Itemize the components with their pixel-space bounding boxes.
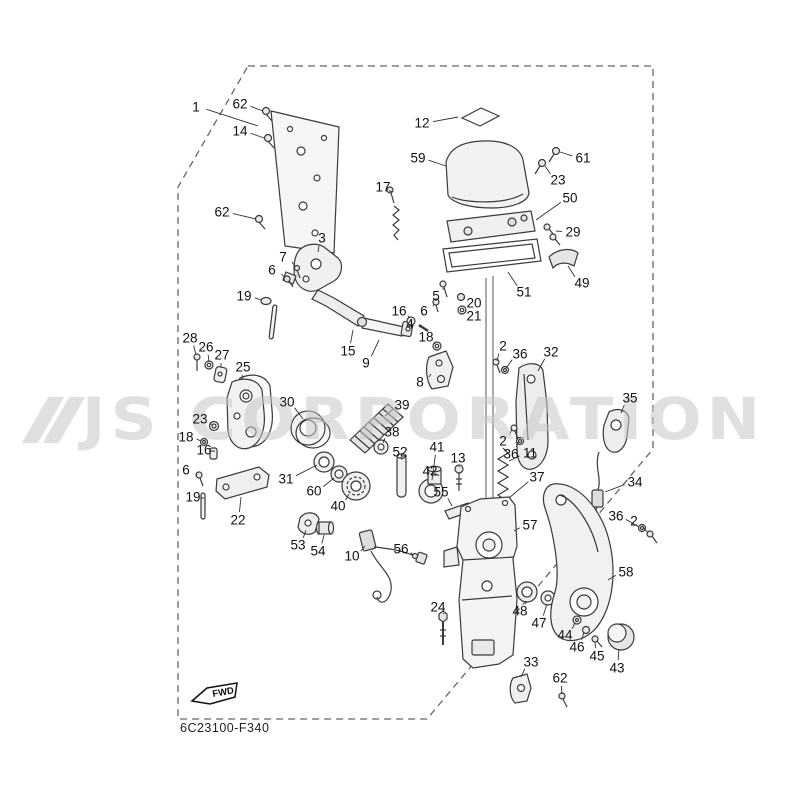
leader-line xyxy=(555,230,563,232)
leader-line xyxy=(513,527,520,532)
part-10-cable xyxy=(358,529,428,603)
part-30-bushing-group xyxy=(290,410,371,501)
part-50-bracket-plate xyxy=(446,210,561,246)
leader-line xyxy=(295,464,318,477)
leader-line xyxy=(432,303,435,307)
leader-line xyxy=(535,201,562,221)
leader-line xyxy=(360,545,366,552)
leader-line xyxy=(196,438,202,442)
leader-line xyxy=(560,685,563,695)
part-47-48-rings xyxy=(516,581,556,606)
part-57-housing xyxy=(443,496,518,669)
part-58-handle xyxy=(542,483,614,642)
part-3-lever-bracket xyxy=(260,243,414,340)
leader-line xyxy=(431,454,436,481)
part-53-54-group xyxy=(297,512,335,535)
diagram-code: 6C23100-F340 xyxy=(180,721,270,735)
leader-line xyxy=(382,438,386,444)
part-61-23-screws xyxy=(534,146,561,175)
leader-line xyxy=(520,668,526,678)
leader-line xyxy=(508,455,520,462)
leader-line xyxy=(428,373,432,378)
part-17-screw-spring xyxy=(386,186,400,241)
leader-line xyxy=(432,116,459,123)
leader-line xyxy=(544,165,551,175)
leader-line xyxy=(322,477,335,487)
leader-line xyxy=(250,105,264,112)
leader-line xyxy=(407,315,410,319)
leader-line xyxy=(559,151,573,157)
leader-lines xyxy=(193,105,649,695)
leader-line xyxy=(400,456,403,461)
leader-line xyxy=(294,407,304,420)
leader-line xyxy=(537,358,546,372)
leader-line xyxy=(232,213,257,220)
part-8-bracket xyxy=(426,350,454,390)
leader-line xyxy=(625,519,640,528)
leader-line xyxy=(384,409,394,417)
part-24-bolt xyxy=(438,610,448,645)
leader-line xyxy=(410,552,414,556)
leader-line xyxy=(516,441,519,448)
leader-line xyxy=(238,496,242,513)
part-59-cover xyxy=(445,140,530,209)
leader-line xyxy=(604,484,625,493)
leader-line xyxy=(463,296,465,300)
leader-line xyxy=(350,329,354,344)
leader-line xyxy=(571,622,576,630)
leader-line xyxy=(250,132,265,139)
leader-line xyxy=(617,648,620,661)
leader-line xyxy=(447,498,453,507)
leader-line xyxy=(507,271,518,287)
connecting-rods xyxy=(485,276,494,506)
leader-line xyxy=(317,245,320,253)
part-12-plate xyxy=(460,107,501,127)
part-33-bracket xyxy=(509,673,568,708)
leader-line xyxy=(508,481,529,499)
leader-line xyxy=(302,529,307,539)
leader-line xyxy=(428,159,447,167)
leader-line xyxy=(464,309,467,312)
fwd-label: FWD xyxy=(212,685,235,700)
fwd-arrow: FWD xyxy=(190,682,238,705)
part-35-cover xyxy=(602,408,630,453)
leader-line xyxy=(254,297,262,301)
part-5-20-21-fasteners xyxy=(406,280,467,351)
leader-line xyxy=(193,345,197,356)
part-25-plate-group xyxy=(193,353,273,520)
leader-line xyxy=(195,473,198,476)
leader-line xyxy=(607,574,617,581)
leader-line xyxy=(509,428,513,435)
leader-line xyxy=(432,472,440,476)
leader-line xyxy=(321,534,325,544)
diagram-border xyxy=(177,65,654,720)
leader-line xyxy=(620,404,625,414)
leader-line xyxy=(291,261,296,267)
leader-line xyxy=(567,265,576,278)
leader-line xyxy=(207,354,210,363)
part-52-pin-group xyxy=(396,453,473,520)
part-32-strap xyxy=(492,358,549,470)
leader-line xyxy=(642,525,649,534)
part-51-gasket xyxy=(442,238,542,273)
part-43-knob-group xyxy=(572,615,635,651)
leader-line xyxy=(281,273,285,278)
leader-line xyxy=(209,422,213,426)
leader-line xyxy=(505,359,513,369)
part-39-spring-pack xyxy=(349,403,404,455)
part-1-mount-plate xyxy=(254,106,340,254)
leader-line xyxy=(496,353,500,362)
leader-line xyxy=(581,631,585,640)
leader-line xyxy=(206,108,259,127)
leader-line xyxy=(371,339,380,357)
leader-line xyxy=(345,493,350,501)
leader-line xyxy=(542,603,548,616)
part-49-clamp xyxy=(548,248,579,270)
